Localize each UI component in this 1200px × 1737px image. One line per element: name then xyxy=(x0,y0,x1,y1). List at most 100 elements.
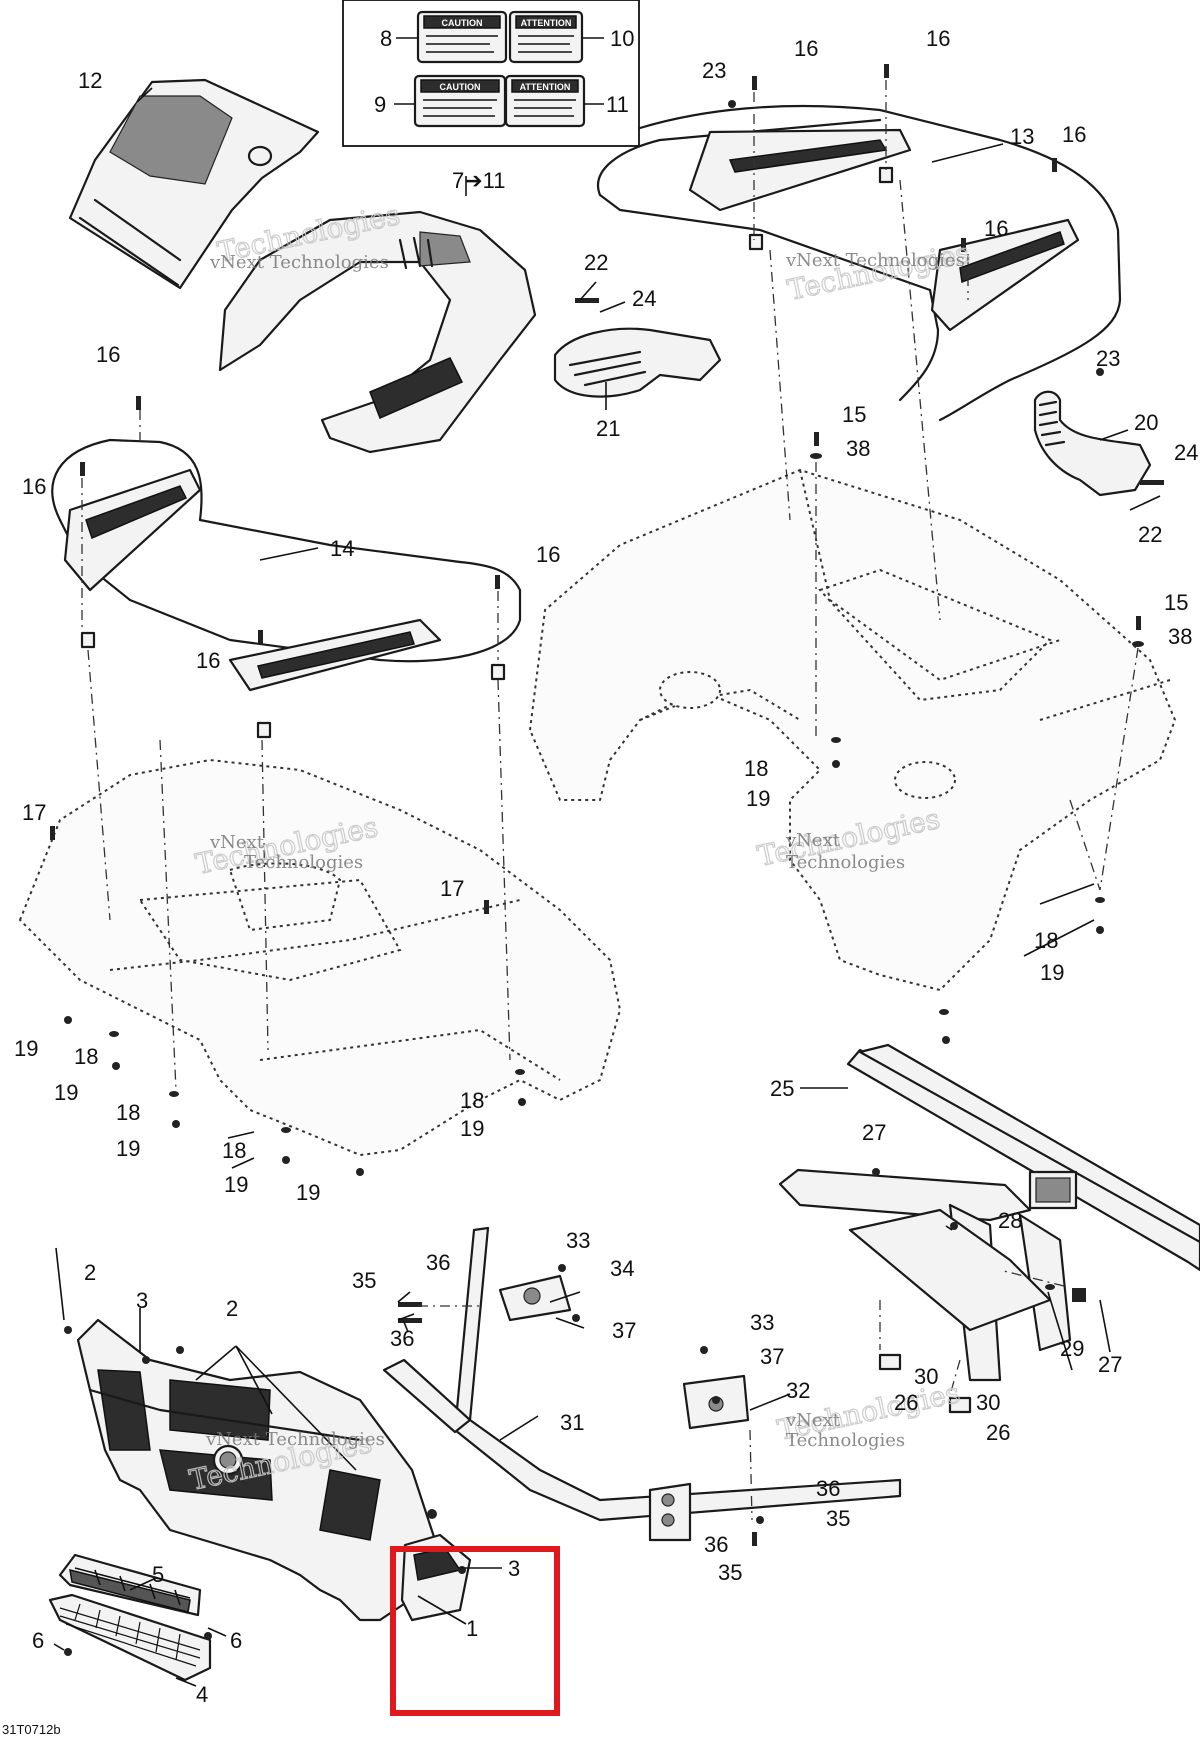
callout-27-a[interactable]: 27 xyxy=(862,1120,886,1145)
callout-28[interactable]: 28 xyxy=(998,1208,1022,1233)
callout-24-b[interactable]: 24 xyxy=(1174,440,1198,465)
part-31-front-bumper[interactable] xyxy=(382,1226,902,1542)
callout-26-a[interactable]: 26 xyxy=(894,1390,918,1415)
callout-16-f[interactable]: 16 xyxy=(22,474,46,499)
part-13-rear-rack[interactable] xyxy=(597,104,1122,422)
callout-38-b[interactable]: 38 xyxy=(1168,624,1192,649)
callout-16-d[interactable]: 16 xyxy=(984,216,1008,241)
highlight-box xyxy=(390,1546,560,1716)
callout-5[interactable]: 5 xyxy=(152,1562,164,1587)
callout-15-a[interactable]: 15 xyxy=(842,402,866,427)
callout-13[interactable]: 13 xyxy=(1010,124,1034,149)
decal-panel: CAUTION ATTENTION CAUTION ATTENTION xyxy=(342,0,640,147)
part-5-upper-grille[interactable] xyxy=(58,1553,202,1617)
callout-18-a[interactable]: 18 xyxy=(744,756,768,781)
rear-fender-body xyxy=(529,469,1176,991)
callout-24-a[interactable]: 24 xyxy=(632,286,656,311)
callout-25[interactable]: 25 xyxy=(770,1076,794,1101)
part-25-rear-frame[interactable] xyxy=(778,1043,1200,1382)
callout-37-a[interactable]: 37 xyxy=(612,1318,636,1343)
callout-35-a[interactable]: 35 xyxy=(352,1268,376,1293)
callout-21[interactable]: 21 xyxy=(596,416,620,441)
callout-19-b[interactable]: 19 xyxy=(1040,960,1064,985)
callout-35-c[interactable]: 35 xyxy=(718,1560,742,1585)
callout-18-b[interactable]: 18 xyxy=(1034,928,1058,953)
callout-16-c[interactable]: 16 xyxy=(1062,122,1086,147)
callout-16-a[interactable]: 16 xyxy=(794,36,818,61)
front-fender-body xyxy=(19,759,621,1156)
callout-19-d[interactable]: 19 xyxy=(54,1080,78,1105)
part-1-side-corner[interactable] xyxy=(400,1533,472,1622)
callout-33-b[interactable]: 33 xyxy=(750,1310,774,1335)
part-21-handle-left[interactable] xyxy=(553,327,722,398)
callout-31[interactable]: 31 xyxy=(560,1410,584,1435)
decal-8[interactable]: CAUTION xyxy=(416,10,508,64)
callout-4[interactable]: 4 xyxy=(196,1682,208,1707)
watermark-9: Technologies xyxy=(786,1430,905,1451)
callout-32[interactable]: 32 xyxy=(786,1378,810,1403)
callout-19-g[interactable]: 19 xyxy=(296,1180,320,1205)
callout-16-b[interactable]: 16 xyxy=(926,26,950,51)
callout-3-a[interactable]: 3 xyxy=(136,1288,148,1313)
callout-35-b[interactable]: 35 xyxy=(826,1506,850,1531)
hardware xyxy=(50,64,1164,1656)
part-fender-shell[interactable] xyxy=(218,210,537,454)
callout-36-b[interactable]: 36 xyxy=(390,1326,414,1351)
decal-10[interactable]: ATTENTION xyxy=(508,10,584,64)
callout-18-e[interactable]: 18 xyxy=(222,1138,246,1163)
callout-19-f[interactable]: 19 xyxy=(224,1172,248,1197)
part-20-handle-right[interactable] xyxy=(1033,390,1152,497)
callout-15-b[interactable]: 15 xyxy=(1164,590,1188,615)
callout-17-b[interactable]: 17 xyxy=(440,876,464,901)
callout-3-b[interactable]: 3 xyxy=(508,1556,520,1581)
callout-19-e[interactable]: 19 xyxy=(116,1136,140,1161)
callout-18-d[interactable]: 18 xyxy=(116,1100,140,1125)
callout-26-b[interactable]: 26 xyxy=(986,1420,1010,1445)
callout-19-a[interactable]: 19 xyxy=(746,786,770,811)
callout-2-b[interactable]: 2 xyxy=(226,1296,238,1321)
callout-6-a[interactable]: 6 xyxy=(230,1628,242,1653)
callout-2-a[interactable]: 2 xyxy=(84,1260,96,1285)
callout-10[interactable]: 10 xyxy=(610,26,634,51)
callout-8[interactable]: 8 xyxy=(380,26,392,51)
decal-9[interactable]: CAUTION xyxy=(413,74,507,128)
callout-22-a[interactable]: 22 xyxy=(584,250,608,275)
decal-11[interactable]: ATTENTION xyxy=(504,74,586,128)
callout-36-a[interactable]: 36 xyxy=(426,1250,450,1275)
watermark-1: vNext Technologies xyxy=(209,252,389,273)
callout-36-c[interactable]: 36 xyxy=(816,1476,840,1501)
callout-9[interactable]: 9 xyxy=(374,92,386,117)
callout-19-c[interactable]: 19 xyxy=(14,1036,38,1061)
part-1-front-fascia[interactable] xyxy=(76,1318,437,1622)
part-14-front-rack[interactable] xyxy=(51,438,522,739)
callout-37-b[interactable]: 37 xyxy=(760,1344,784,1369)
callout-18-c[interactable]: 18 xyxy=(74,1044,98,1069)
callout-33-a[interactable]: 33 xyxy=(566,1228,590,1253)
callout-20[interactable]: 20 xyxy=(1134,410,1158,435)
callout-14[interactable]: 14 xyxy=(330,536,354,561)
callout-16-h[interactable]: 16 xyxy=(196,648,220,673)
callout-17-a[interactable]: 17 xyxy=(22,800,46,825)
callout-30-a[interactable]: 30 xyxy=(914,1364,938,1389)
callout-1[interactable]: 1 xyxy=(466,1616,478,1641)
callout-22-b[interactable]: 22 xyxy=(1138,522,1162,547)
callout-30-b[interactable]: 30 xyxy=(976,1390,1000,1415)
part-12-front-cover[interactable] xyxy=(68,78,320,290)
part-4-lower-grille[interactable] xyxy=(48,1593,212,1682)
callout-11[interactable]: 11 xyxy=(606,92,629,117)
callout-38-a[interactable]: 38 xyxy=(846,436,870,461)
callout-27-b[interactable]: 27 xyxy=(1098,1352,1122,1377)
decal-10-title: ATTENTION xyxy=(521,18,572,28)
callout-34[interactable]: 34 xyxy=(610,1256,634,1281)
callout-23-b[interactable]: 23 xyxy=(1096,346,1120,371)
callout-36-d[interactable]: 36 xyxy=(704,1532,728,1557)
callout-29[interactable]: 29 xyxy=(1060,1336,1084,1361)
callout-12[interactable]: 12 xyxy=(78,68,102,93)
callout-23-a[interactable]: 23 xyxy=(702,58,726,83)
callout-6-b[interactable]: 6 xyxy=(32,1628,44,1653)
callout-16-g[interactable]: 16 xyxy=(536,542,560,567)
callout-19-h[interactable]: 19 xyxy=(460,1116,484,1141)
callout-16-e[interactable]: 16 xyxy=(96,342,120,367)
callout-7-11-range[interactable]: 7➔11 xyxy=(452,168,506,193)
callout-18-f[interactable]: 18 xyxy=(460,1088,484,1113)
